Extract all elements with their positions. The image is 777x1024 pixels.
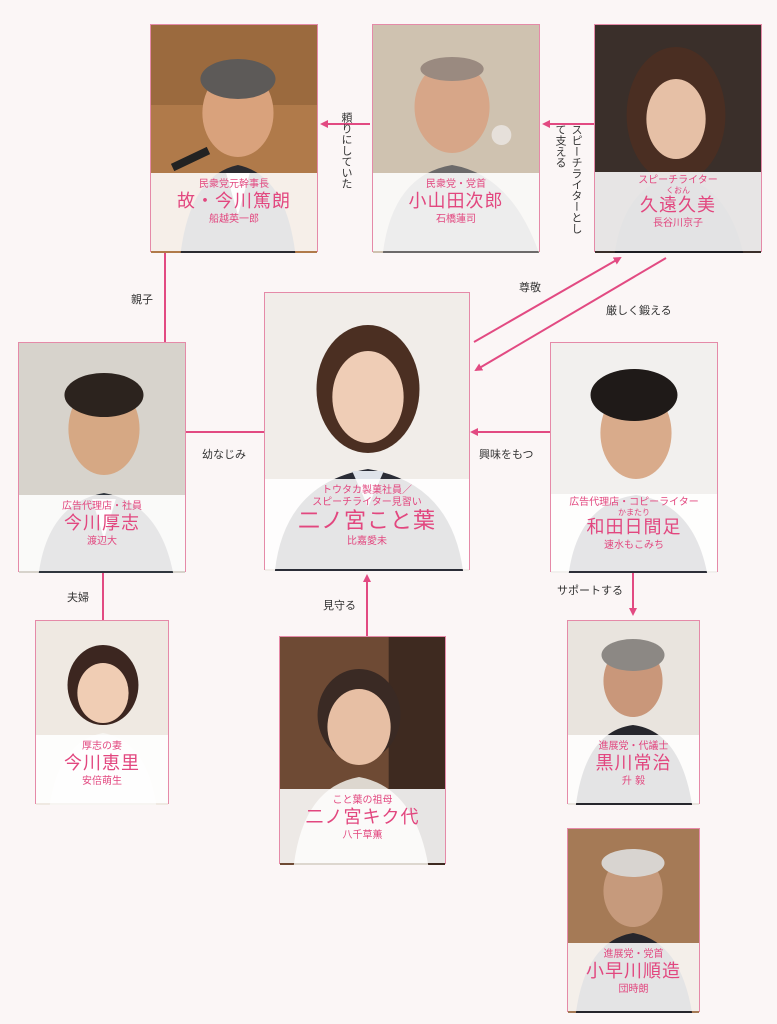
character-name: 久遠久美 xyxy=(640,195,716,216)
character-name: 黒川常治 xyxy=(595,753,672,774)
role-text: 民衆党元幹事長 xyxy=(199,179,269,190)
actor-name: 八千草薫 xyxy=(342,830,383,841)
character-name: 小早川順造 xyxy=(586,961,681,982)
caption: 民衆党元幹事長 故・今川篤朗 船越英一郎 xyxy=(151,173,317,251)
role-text: スピーチライター xyxy=(638,175,718,186)
card-kikuyo: こと葉の祖母 二ノ宮キク代 八千草薫 xyxy=(279,636,446,865)
role-text: 広告代理店・コピーライター xyxy=(569,497,699,508)
actor-name: 渡辺大 xyxy=(87,536,117,547)
actor-name: 安倍萌生 xyxy=(82,776,122,787)
card-kurokawa: 進展党・代議士 黒川常治 升 毅 xyxy=(567,620,700,805)
card-kuon: スピーチライター くおん 久遠久美 長谷川京子 xyxy=(594,24,762,253)
caption: トウタカ製菓社員／ スピーチライター見習い 二ノ宮こと葉 比嘉愛未 xyxy=(265,479,469,569)
label-kitaeru: 厳しく鍛える xyxy=(606,304,672,317)
caption: 広告代理店・コピーライター かまたり 和田日間足 速水もこみち xyxy=(551,494,717,571)
role-text: 民衆党・党首 xyxy=(426,179,486,190)
actor-name: 升 毅 xyxy=(621,776,646,787)
actor-name: 船越英一郎 xyxy=(209,214,259,225)
arrow-kitaeru xyxy=(474,257,667,372)
label-tayori: 頼りにしていた xyxy=(340,112,353,189)
role-text: 広告代理店・社員 xyxy=(62,501,142,512)
caption: 進展党・代議士 黒川常治 升 毅 xyxy=(568,735,699,803)
card-kobayakawa: 進展党・党首 小早川順造 団時朗 xyxy=(567,828,700,1013)
character-name: 今川厚志 xyxy=(64,513,140,534)
caption: こと葉の祖母 二ノ宮キク代 八千草薫 xyxy=(280,789,445,863)
caption: 進展党・党首 小早川順造 団時朗 xyxy=(568,943,699,1011)
label-support: サポートする xyxy=(557,584,623,597)
name-ruby: かまたり xyxy=(618,508,650,517)
caption: スピーチライター くおん 久遠久美 長谷川京子 xyxy=(595,172,761,251)
role-text-1: トウタカ製菓社員／ xyxy=(322,485,412,496)
character-name: 今川恵里 xyxy=(64,753,140,774)
actor-name: 速水もこみち xyxy=(604,540,664,551)
caption: 厚志の妻 今川恵里 安倍萌生 xyxy=(36,735,168,803)
card-wada: 広告代理店・コピーライター かまたり 和田日間足 速水もこみち xyxy=(550,342,718,573)
arrow-sonkei xyxy=(473,257,622,343)
label-sasaeru: スピーチライターとして支える xyxy=(554,124,583,234)
card-imakawa-atsuro: 民衆党元幹事長 故・今川篤朗 船越英一郎 xyxy=(150,24,318,253)
label-mimamoru: 見守る xyxy=(323,599,356,612)
card-eri: 厚志の妻 今川恵里 安倍萌生 xyxy=(35,620,169,805)
role-text-2: スピーチライター見習い xyxy=(312,497,422,508)
actor-name: 石橋蓮司 xyxy=(436,214,476,225)
label-fuufu: 夫婦 xyxy=(67,591,89,604)
label-osananajimi: 幼なじみ xyxy=(202,448,246,461)
character-name: 故・今川篤朗 xyxy=(177,191,291,212)
role-text: 進展党・党首 xyxy=(603,949,664,960)
label-oyako: 親子 xyxy=(131,293,153,306)
caption: 広告代理店・社員 今川厚志 渡辺大 xyxy=(19,495,185,571)
caption: 民衆党・党首 小山田次郎 石橋蓮司 xyxy=(373,173,539,251)
character-name: 二ノ宮キク代 xyxy=(305,807,420,828)
label-kyoumi: 興味をもつ xyxy=(479,448,534,461)
character-name: 二ノ宮こと葉 xyxy=(297,509,436,534)
actor-name: 団時朗 xyxy=(618,984,649,995)
actor-name: 比嘉愛未 xyxy=(347,536,387,547)
card-imakawa-atsushi: 広告代理店・社員 今川厚志 渡辺大 xyxy=(18,342,186,573)
role-text: 進展党・代議士 xyxy=(598,741,669,752)
role-text: こと葉の祖母 xyxy=(332,795,393,806)
card-kotoha: トウタカ製菓社員／ スピーチライター見習い 二ノ宮こと葉 比嘉愛未 xyxy=(264,292,470,571)
name-ruby: くおん xyxy=(666,186,690,195)
character-name: 小山田次郎 xyxy=(408,191,504,212)
character-name: 和田日間足 xyxy=(586,517,682,538)
actor-name: 長谷川京子 xyxy=(653,218,703,229)
role-text: 厚志の妻 xyxy=(82,741,122,752)
label-sonkei: 尊敬 xyxy=(519,281,541,294)
card-oyamada: 民衆党・党首 小山田次郎 石橋蓮司 xyxy=(372,24,540,253)
